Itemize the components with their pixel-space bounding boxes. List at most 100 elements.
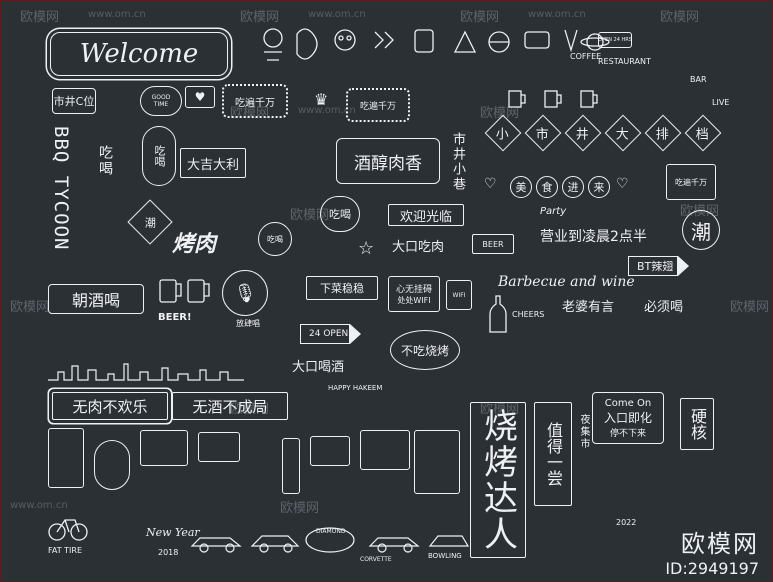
open24-arrow-text: 24 OPEN	[309, 329, 349, 339]
watermark-brand: 欧模网	[290, 208, 330, 223]
huanying-text: 欢迎光临	[399, 209, 452, 225]
title-diamond: 小	[484, 114, 522, 152]
open-late-text: 营业到凌晨2点半	[540, 229, 647, 245]
ying-text: 硬核	[688, 408, 707, 440]
arrow-sign-text: 吃遍千万	[675, 177, 707, 187]
daji-sign: 大吉大利	[180, 148, 246, 178]
heart-speech-sign: 吃喝	[320, 196, 360, 232]
wifi-sub: 处处WIFI	[397, 296, 431, 305]
chihe-badge-text: 吃喝	[153, 145, 166, 167]
beer-sign-text: BEER	[482, 239, 504, 249]
wurou-text: 无肉不欢乐	[72, 397, 148, 416]
watermark-brand: 欧模网	[280, 501, 320, 516]
live-label: LIVE	[712, 98, 730, 107]
round-badge: 吃喝	[258, 222, 292, 256]
yeji-vertical: 夜集市	[578, 414, 589, 450]
title-diamond: 档	[684, 114, 722, 152]
shaokao-sign: 烧烤达人	[470, 402, 526, 558]
wifi-icon: WIFI	[452, 291, 466, 299]
bbq-wine-text: Barbecue and wine	[498, 274, 635, 290]
xiadan-sign: 下菜稳稳	[306, 276, 378, 300]
city-skyline	[48, 363, 244, 381]
wifi-title: 心无挂碍	[395, 285, 432, 295]
zhide-text: 值得一尝	[544, 422, 563, 486]
wujiu-sign: 无酒不成局	[172, 392, 288, 420]
title-diamond: 大	[604, 114, 642, 152]
diamond-text: DIAMOND	[316, 528, 346, 535]
brand-watermark: 欧模网 ID:2949197	[665, 524, 759, 578]
watermark-brand: 欧模网	[10, 300, 50, 315]
bt-arrow-sign: BT辣翅	[628, 255, 689, 276]
watermark-url: www.om.cn	[298, 105, 356, 116]
chaojiu-text: 朝酒喝	[71, 291, 120, 310]
welcome-sign: Welcome	[50, 32, 228, 76]
mic-text: 放肆唱	[236, 319, 260, 328]
beer-mugs-icon	[159, 279, 210, 303]
open24-arrow-sign: 24 OPEN	[300, 323, 361, 344]
happy-text: HAPPY HAKEEM	[328, 384, 383, 392]
tingbuxialai-text: 停不下来	[609, 428, 646, 439]
title-diamond: 市	[524, 114, 562, 152]
round-badge-text: 吃喝	[267, 234, 283, 244]
buchi-text: 不吃烧烤	[400, 343, 449, 358]
cheers-text: CHEERS	[512, 310, 545, 319]
watermark-brand: 欧模网	[240, 10, 280, 25]
beer-mug-icons	[508, 90, 598, 108]
shijing-xiaoxiang-vertical: 市井小巷	[450, 132, 465, 192]
come-on-text: Come On	[604, 397, 652, 409]
daji-text: 大吉大利	[186, 157, 239, 173]
brand-name: 欧模网	[681, 530, 759, 558]
jiuchun-sign: 酒醇肉香	[336, 138, 440, 184]
arrow-sign-right: 吃遍千万	[666, 164, 716, 200]
bbq-tycoon-vertical: BBQ TYCOON	[50, 126, 72, 251]
chizao-vertical: 吃喝	[95, 145, 115, 177]
beer-sign: BEER	[472, 234, 514, 254]
watermark-url: www.om.cn	[10, 500, 68, 511]
new-year-text: New Year	[146, 526, 200, 539]
car-icons	[190, 527, 470, 553]
big-title-banner: 小 市 井 大 排 档	[482, 108, 730, 160]
meishi-row: ♡ 美 食 进 来 ♡	[484, 174, 634, 200]
huanying-sign: 欢迎光临	[388, 204, 464, 226]
meishi-char: 进	[562, 176, 584, 198]
decor-block	[140, 430, 188, 466]
watermark-brand: 欧模网	[730, 300, 770, 315]
open-24-hrs-sign: OPEN 24 HRS	[598, 32, 632, 48]
marquee-sign: 吃遍千万	[346, 88, 410, 122]
decor-block	[282, 438, 300, 494]
party-text: Party	[540, 206, 567, 217]
year-text: 2018	[158, 548, 179, 557]
crown-icon: ♛	[314, 90, 329, 109]
chibian-sign: 吃遍千万	[222, 84, 288, 118]
zhide-sign: 值得一尝	[534, 402, 572, 506]
watermark-brand: 欧模网	[480, 402, 520, 417]
bixu-text: 必须喝	[644, 300, 684, 315]
chaojiu-sign: 朝酒喝	[48, 284, 144, 314]
decor-block	[94, 440, 130, 490]
watermark-brand: 欧模网	[480, 106, 520, 121]
laopo-text: 老婆有言	[562, 300, 615, 315]
meishi-char: 美	[510, 176, 532, 198]
heart-icon: ♡	[616, 176, 629, 192]
shaokao-text: 烧烤达人	[477, 408, 518, 552]
watermark-brand: 欧模网	[20, 10, 60, 25]
wurou-sign: 无肉不欢乐	[52, 392, 168, 420]
shijing-c-text: 市井C位	[53, 95, 95, 108]
corvette-text: CORVETTE	[360, 556, 392, 563]
watermark-brand: 欧模网	[660, 10, 700, 25]
restaurant-label: RESTAURANT	[598, 57, 651, 66]
bowling-text: BOWLING	[428, 552, 462, 560]
chizao-text: 吃喝	[97, 145, 113, 177]
watermark-url: www.om.cn	[308, 9, 366, 20]
title-diamond: 井	[564, 114, 602, 152]
title-diamond: 排	[644, 114, 682, 152]
rukou-text: 入口即化	[603, 410, 652, 425]
bottle-icon	[489, 295, 507, 333]
heart-icon: ♡	[484, 176, 497, 192]
coffee-label: COFFEE	[570, 52, 602, 61]
shijing-c-sign: 市井C位	[52, 88, 96, 114]
fat-tire-text: FAT TIRE	[48, 546, 83, 555]
decor-block	[414, 430, 460, 494]
chao-text: 潮	[691, 219, 711, 244]
decor-block	[48, 428, 84, 488]
